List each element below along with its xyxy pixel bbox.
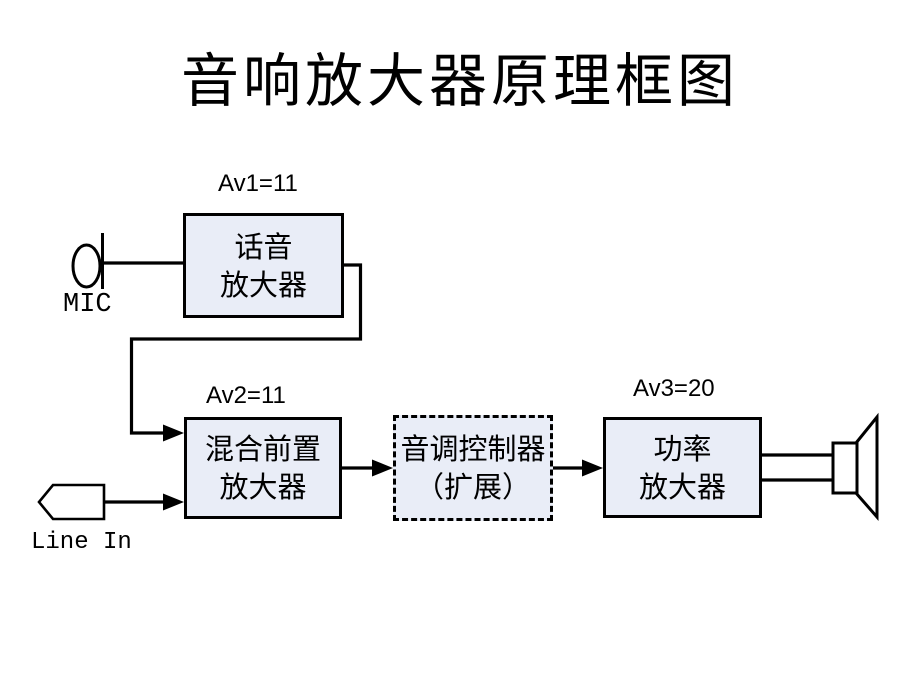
gain-label-av2: Av2=11 xyxy=(206,382,286,409)
block-label-line2: 放大器 xyxy=(638,469,726,504)
gain-label-av3: Av3=20 xyxy=(633,375,715,402)
block-label-line2: （扩展） xyxy=(414,470,531,504)
block-label-line2: 放大器 xyxy=(219,470,307,504)
line-in-plug-icon xyxy=(37,483,106,521)
block-label-line1: 话音 xyxy=(234,229,293,264)
mic-icon xyxy=(71,233,104,289)
block-mixing-preamplifier: 混合前置 放大器 xyxy=(184,417,342,519)
block-tone-controller: 音调控制器 （扩展） xyxy=(393,415,553,521)
arrowhead-into-mixer-top xyxy=(163,424,184,442)
block-label-line1: 混合前置 xyxy=(204,432,321,466)
block-power-amplifier: 功率 放大器 xyxy=(603,417,762,518)
block-label-line1: 音调控制器 xyxy=(400,432,546,466)
arrowhead-into-tone xyxy=(372,459,393,477)
wire-voice-amp-to-mixer xyxy=(129,263,363,435)
line-in-label: Line In xyxy=(31,529,132,556)
block-voice-amplifier: 话音 放大器 xyxy=(183,213,344,318)
arrowhead-into-power xyxy=(582,459,603,477)
mic-label: MIC xyxy=(63,290,112,320)
speaker-icon xyxy=(831,412,879,521)
gain-label-av1: Av1=11 xyxy=(218,170,298,197)
block-label-line1: 功率 xyxy=(653,431,712,466)
page-title: 音响放大器原理框图 xyxy=(180,47,739,115)
arrowhead-into-mixer-bottom xyxy=(163,493,184,511)
block-label-line2: 放大器 xyxy=(219,267,307,302)
